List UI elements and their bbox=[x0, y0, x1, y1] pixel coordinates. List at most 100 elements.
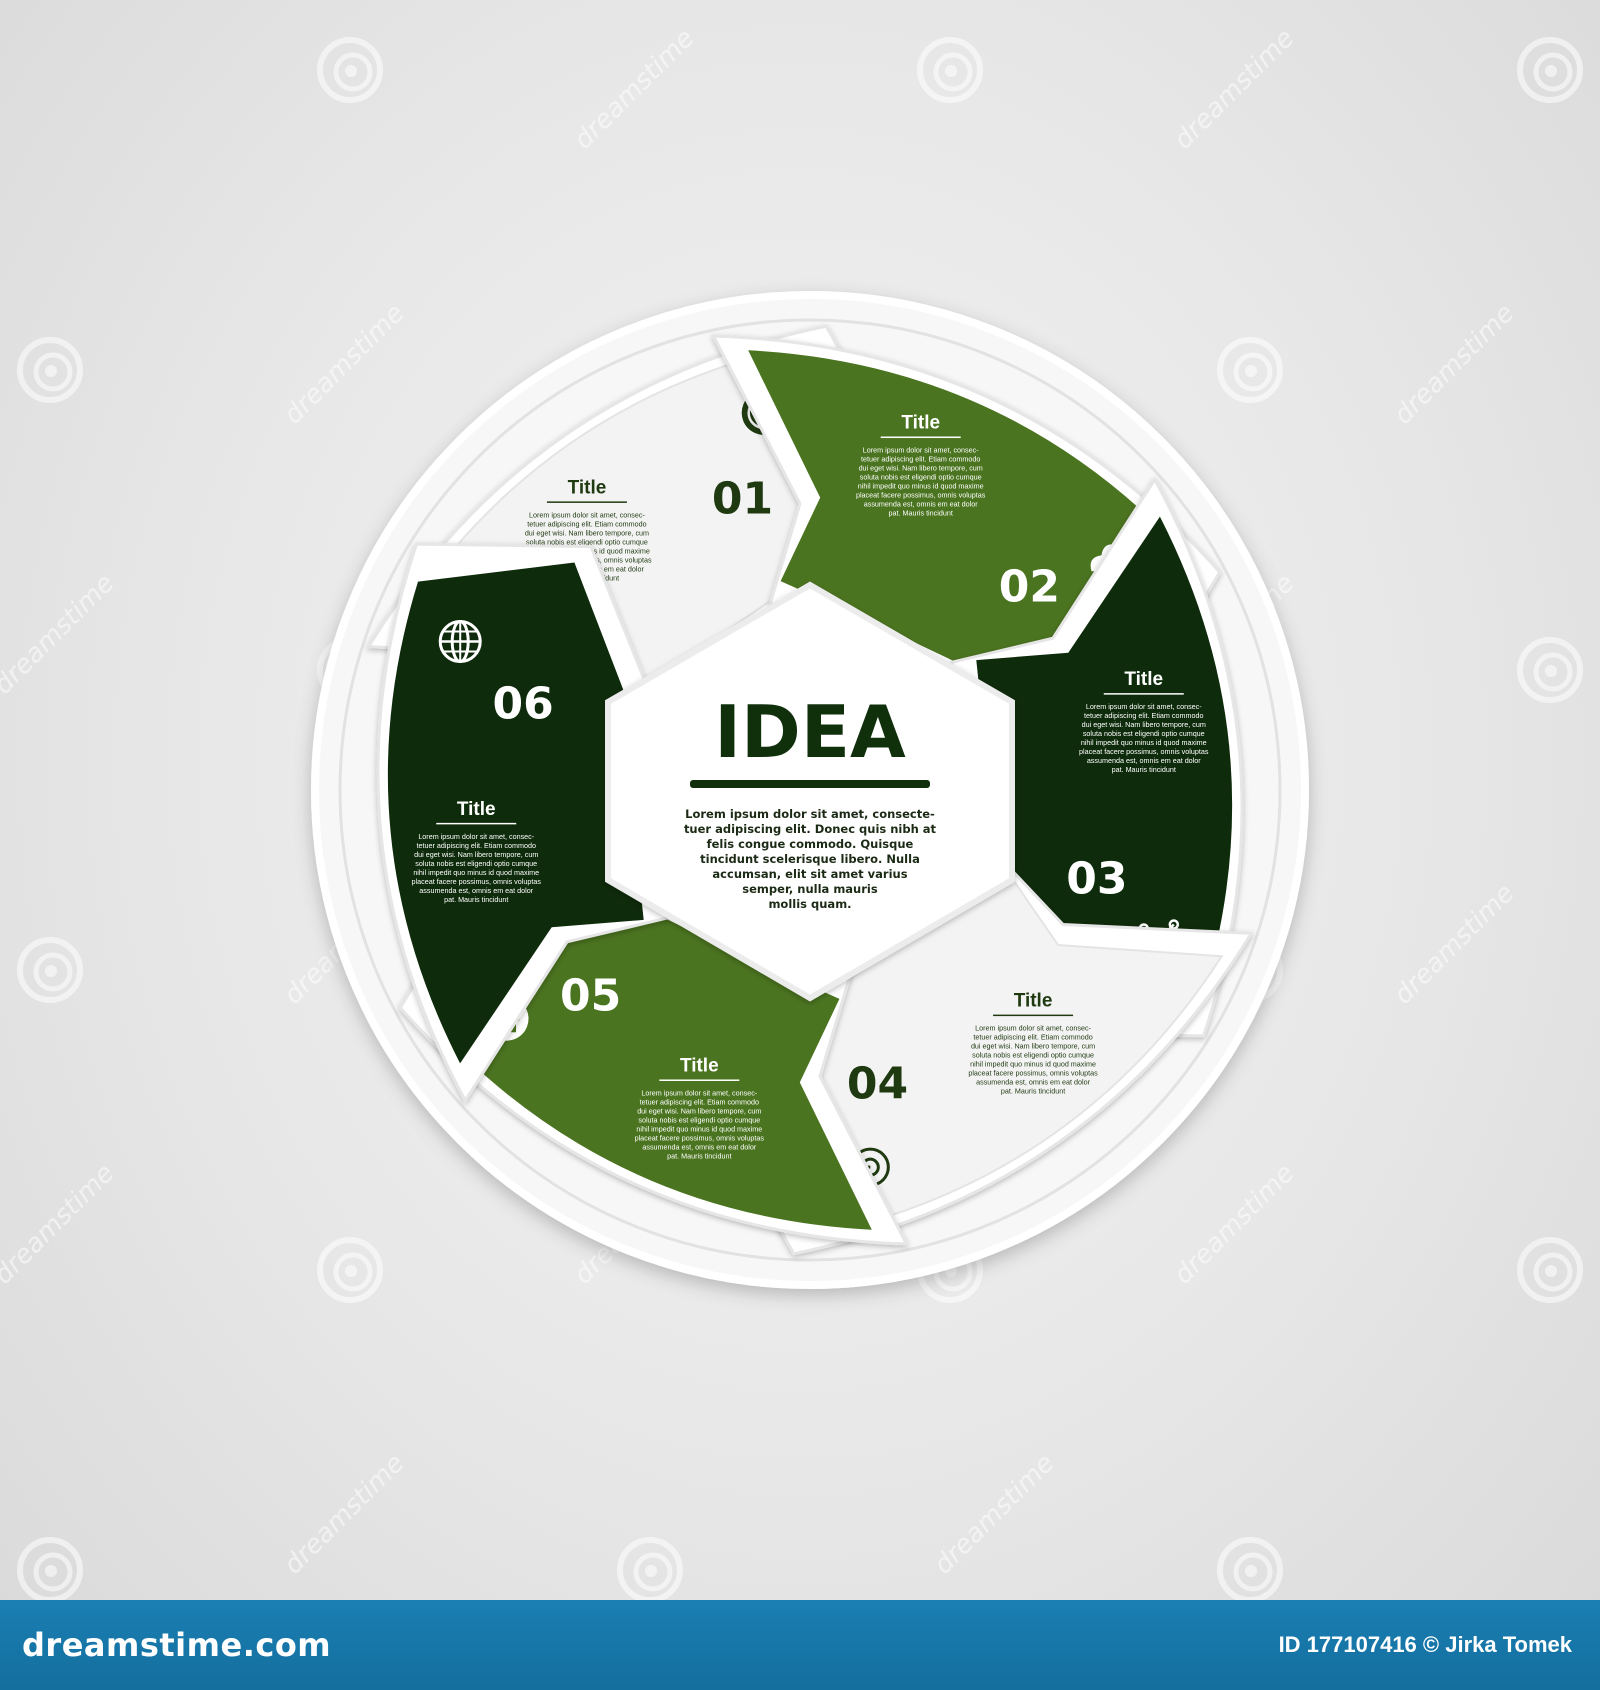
segment-body-line: soluta nobis est eligendi optio cumque bbox=[638, 1115, 760, 1124]
segment-body-line: Lorem ipsum dolor sit amet, consec- bbox=[975, 1024, 1091, 1033]
center-text-line: accumsan, elit sit amet varius bbox=[712, 867, 907, 881]
segment-body-line: Lorem ipsum dolor sit amet, consec- bbox=[641, 1088, 757, 1097]
segment-body-line: assumenda est, omnis em eat dolor bbox=[642, 1142, 756, 1151]
watermark-swirl-icon bbox=[920, 40, 980, 100]
center-text-line: Lorem ipsum dolor sit amet, consecte- bbox=[685, 807, 935, 821]
footer-bar: dreamstime.com ID 177107416 © Jirka Tome… bbox=[0, 1600, 1600, 1690]
segment-title-underline bbox=[993, 1014, 1074, 1017]
segment-title-underline bbox=[436, 822, 517, 825]
segment-body-line: pat. Mauris tincidunt bbox=[1112, 765, 1176, 774]
watermark-swirl-icon bbox=[1220, 1540, 1280, 1600]
center-text-line: mollis quam. bbox=[768, 897, 851, 911]
segment-number: 03 bbox=[1066, 854, 1127, 905]
segment-title-underline bbox=[546, 501, 627, 503]
segment-body-line: tetuer adipiscing elit. Etiam commodo bbox=[527, 519, 646, 528]
center-text-line: semper, nulla mauris bbox=[742, 882, 878, 896]
center-description: Lorem ipsum dolor sit amet, consecte-tue… bbox=[684, 807, 937, 911]
segment-body-line: soluta nobis est eligendi optio cumque bbox=[415, 859, 537, 868]
segment-body-line: soluta nobis est eligendi optio cumque bbox=[972, 1051, 1094, 1060]
watermark-text: dreamstime bbox=[278, 1448, 410, 1580]
segment-body-line: Lorem ipsum dolor sit amet, consec- bbox=[1086, 702, 1202, 711]
segment-number: 05 bbox=[560, 971, 621, 1022]
segment-title: Title bbox=[568, 477, 607, 498]
watermark-swirl-icon bbox=[20, 1540, 80, 1600]
segment-body-line: pat. Mauris tincidunt bbox=[1001, 1087, 1065, 1096]
segment-title: Title bbox=[1124, 669, 1163, 690]
infographic-canvas: dreamstime dreamstime dreamstime dreamstime… bbox=[0, 23, 1600, 1600]
segment-body-line: nihil impedit quo minus id quod maxime bbox=[636, 1124, 762, 1133]
segment-body-line: assumenda est, omnis em eat dolor bbox=[976, 1078, 1090, 1087]
segment-body-line: dui eget wisi. Nam libero tempore, cum bbox=[1082, 720, 1206, 729]
watermark-swirl-icon bbox=[320, 40, 380, 100]
segment-body-line: Lorem ipsum dolor sit amet, consec- bbox=[863, 446, 979, 455]
segment-title: Title bbox=[457, 799, 496, 820]
segment-body-line: dui eget wisi. Nam libero tempore, cum bbox=[859, 464, 983, 473]
segment-body-line: nihil impedit quo minus id quod maxime bbox=[1081, 738, 1207, 747]
segment-body-line: nihil impedit quo minus id quod maxime bbox=[413, 868, 539, 877]
center-text-line: tuer adipiscing elit. Donec quis nibh at bbox=[684, 822, 937, 836]
segment-body-line: nihil impedit quo minus id quod maxime bbox=[858, 482, 984, 491]
watermark-text: dreamstime bbox=[1168, 23, 1300, 155]
segment-body-line: dui eget wisi. Nam libero tempore, cum bbox=[971, 1042, 1095, 1051]
segment-body-line: placeat facere possimus, omnis voluptas bbox=[412, 877, 542, 886]
segment-body-line: assumenda est, omnis em eat dolor bbox=[419, 886, 533, 895]
watermark-swirl-icon bbox=[1520, 640, 1580, 700]
segment-title-underline bbox=[1103, 693, 1184, 695]
center-title-underline bbox=[690, 780, 930, 788]
watermark-text: dreamstime bbox=[0, 1158, 120, 1290]
segment-body-line: Lorem ipsum dolor sit amet, consec- bbox=[529, 510, 645, 519]
center-text-line: tincidunt scelerisque libero. Nulla bbox=[700, 852, 920, 866]
segment-body-line: pat. Mauris tincidunt bbox=[667, 1151, 731, 1160]
segment-body-line: soluta nobis est eligendi optio cumque bbox=[526, 537, 648, 546]
watermark-swirl-icon bbox=[620, 1540, 680, 1600]
segment-number: 02 bbox=[999, 561, 1060, 612]
globe-icon bbox=[438, 620, 482, 664]
outer-ring-inner-edge bbox=[338, 318, 1282, 1262]
watermark-text: dreamstime bbox=[278, 298, 410, 430]
segment-fill bbox=[976, 516, 1233, 1018]
segment-body-line: soluta nobis est eligendi optio cumque bbox=[1083, 729, 1205, 738]
segment-body-line: soluta nobis est eligendi optio cumque bbox=[860, 473, 982, 482]
segment-body-line: assumenda est, omnis em eat dolor bbox=[864, 500, 978, 509]
segment-body-line: dui eget wisi. Nam libero tempore, cum bbox=[637, 1106, 761, 1115]
segment-number: 04 bbox=[847, 1058, 908, 1109]
segment-body-line: pat. Mauris tincidunt bbox=[444, 895, 508, 904]
segment-body-line: nihil impedit quo minus id quod maxime bbox=[970, 1060, 1096, 1069]
watermark-swirl-icon bbox=[20, 940, 80, 1000]
segment-body-line: Lorem ipsum dolor sit amet, consec- bbox=[418, 832, 534, 841]
segment-body-line: tetuer adipiscing elit. Etiam commodo bbox=[973, 1033, 1092, 1042]
footer-logo[interactable]: dreamstime.com bbox=[22, 1626, 332, 1664]
segment-title-underline bbox=[659, 1079, 740, 1081]
segment-body-line: tetuer adipiscing elit. Etiam commodo bbox=[417, 841, 536, 850]
segment-body-line: assumenda est, omnis em eat dolor bbox=[1087, 756, 1201, 765]
segment-body-line: dui eget wisi. Nam libero tempore, cum bbox=[414, 850, 538, 859]
watermark-swirl-icon bbox=[20, 340, 80, 400]
footer-credit: ID 177107416 © Jirka Tomek bbox=[1278, 1632, 1572, 1657]
center-title: IDEA bbox=[714, 690, 906, 774]
segment-body-line: placeat facere possimus, omnis voluptas bbox=[635, 1133, 765, 1142]
watermark-swirl-icon bbox=[1520, 40, 1580, 100]
watermark-text: dreamstime bbox=[0, 568, 120, 700]
watermark-text: dreamstime bbox=[928, 1448, 1060, 1580]
segment-body-line: placeat facere possimus, omnis voluptas bbox=[968, 1069, 1098, 1078]
segment-body-line: tetuer adipiscing elit. Etiam commodo bbox=[640, 1097, 759, 1106]
center-hexagon bbox=[605, 581, 1015, 1002]
segment-body-line: tetuer adipiscing elit. Etiam commodo bbox=[861, 455, 980, 464]
watermark-swirl-icon bbox=[1220, 340, 1280, 400]
watermark-swirl-icon bbox=[1520, 1240, 1580, 1300]
segment-number: 06 bbox=[492, 678, 553, 729]
segment-title-underline bbox=[880, 436, 961, 439]
segment-number: 01 bbox=[712, 474, 773, 525]
watermark-text: dreamstime bbox=[1388, 878, 1520, 1010]
segment-body-line: dui eget wisi. Nam libero tempore, cum bbox=[525, 528, 649, 537]
segment-body-line: tetuer adipiscing elit. Etiam commodo bbox=[1084, 711, 1203, 720]
watermark-text: dreamstime bbox=[568, 23, 700, 155]
segment-title: Title bbox=[680, 1055, 719, 1076]
watermark-text: dreamstime bbox=[1168, 1158, 1300, 1290]
watermark-swirl-icon bbox=[320, 1240, 380, 1300]
segment-title: Title bbox=[901, 413, 940, 434]
segment-title: Title bbox=[1014, 991, 1053, 1012]
segment-body-line: pat. Mauris tincidunt bbox=[889, 509, 953, 518]
